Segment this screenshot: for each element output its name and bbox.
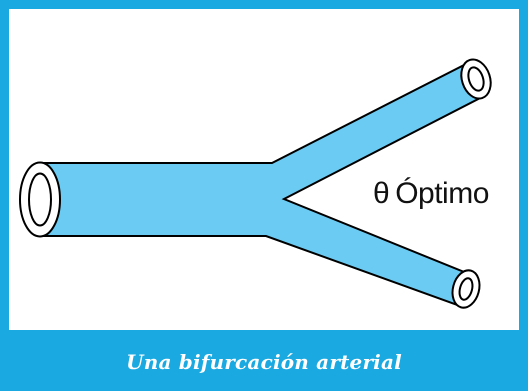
angle-label-text: Óptimo [395, 177, 489, 210]
lower-branch-opening [451, 269, 481, 309]
main-vessel-opening [19, 161, 61, 238]
figure-caption: Una bifurcación arterial [126, 349, 402, 374]
upper-branch-opening [460, 58, 492, 100]
bifurcation-diagram [19, 58, 492, 309]
theta-symbol: θ [373, 177, 390, 210]
vessel-body [37, 61, 486, 308]
caption-bar: Una bifurcación arterial [0, 330, 528, 391]
